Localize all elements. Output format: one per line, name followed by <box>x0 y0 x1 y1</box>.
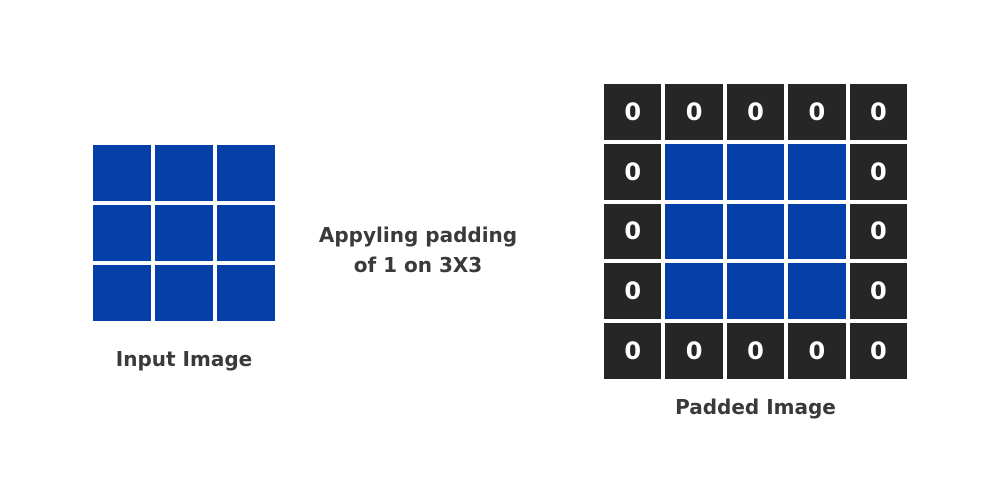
pad-cell: 0 <box>849 203 907 260</box>
input-cell <box>93 205 151 261</box>
input-cell <box>217 265 275 321</box>
pad-cell: 0 <box>726 323 785 379</box>
pad-cell: 0 <box>604 203 662 260</box>
pad-cell: 0 <box>849 263 907 320</box>
pad-cell: 0 <box>788 84 846 140</box>
pad-cell: 0 <box>604 323 662 379</box>
pad-cell: 0 <box>604 263 662 320</box>
operation-caption: Appyling padding of 1 on 3X3 <box>300 220 536 280</box>
input-image-label: Input Image <box>115 347 253 371</box>
input-cell <box>93 265 151 321</box>
input-cell <box>93 145 151 201</box>
pad-cell: 0 <box>604 143 662 200</box>
image-cell <box>788 263 846 320</box>
padded-image-label: Padded Image <box>675 395 836 419</box>
pad-cell: 0 <box>604 84 662 140</box>
image-cell <box>726 263 785 320</box>
input-cell <box>155 265 213 321</box>
input-cell <box>155 205 213 261</box>
operation-caption-line-2: of 1 on 3X3 <box>353 253 483 277</box>
image-cell <box>665 263 723 320</box>
image-cell <box>726 203 785 260</box>
pad-cell: 0 <box>849 84 907 140</box>
pad-cell: 0 <box>788 323 846 379</box>
input-image-grid <box>93 145 275 321</box>
image-cell <box>665 203 723 260</box>
pad-cell: 0 <box>726 84 785 140</box>
image-cell <box>788 203 846 260</box>
input-cell <box>155 145 213 201</box>
image-cell <box>788 143 846 200</box>
image-cell <box>726 143 785 200</box>
input-cell <box>217 145 275 201</box>
image-cell <box>665 143 723 200</box>
pad-cell: 0 <box>849 323 907 379</box>
operation-caption-line-1: Appyling padding <box>318 223 518 247</box>
pad-cell: 0 <box>665 323 723 379</box>
input-cell <box>217 205 275 261</box>
pad-cell: 0 <box>665 84 723 140</box>
pad-cell: 0 <box>849 143 907 200</box>
padded-image-grid: 0 0 0 0 0 0 0 0 0 0 0 0 0 0 0 0 <box>604 84 907 379</box>
